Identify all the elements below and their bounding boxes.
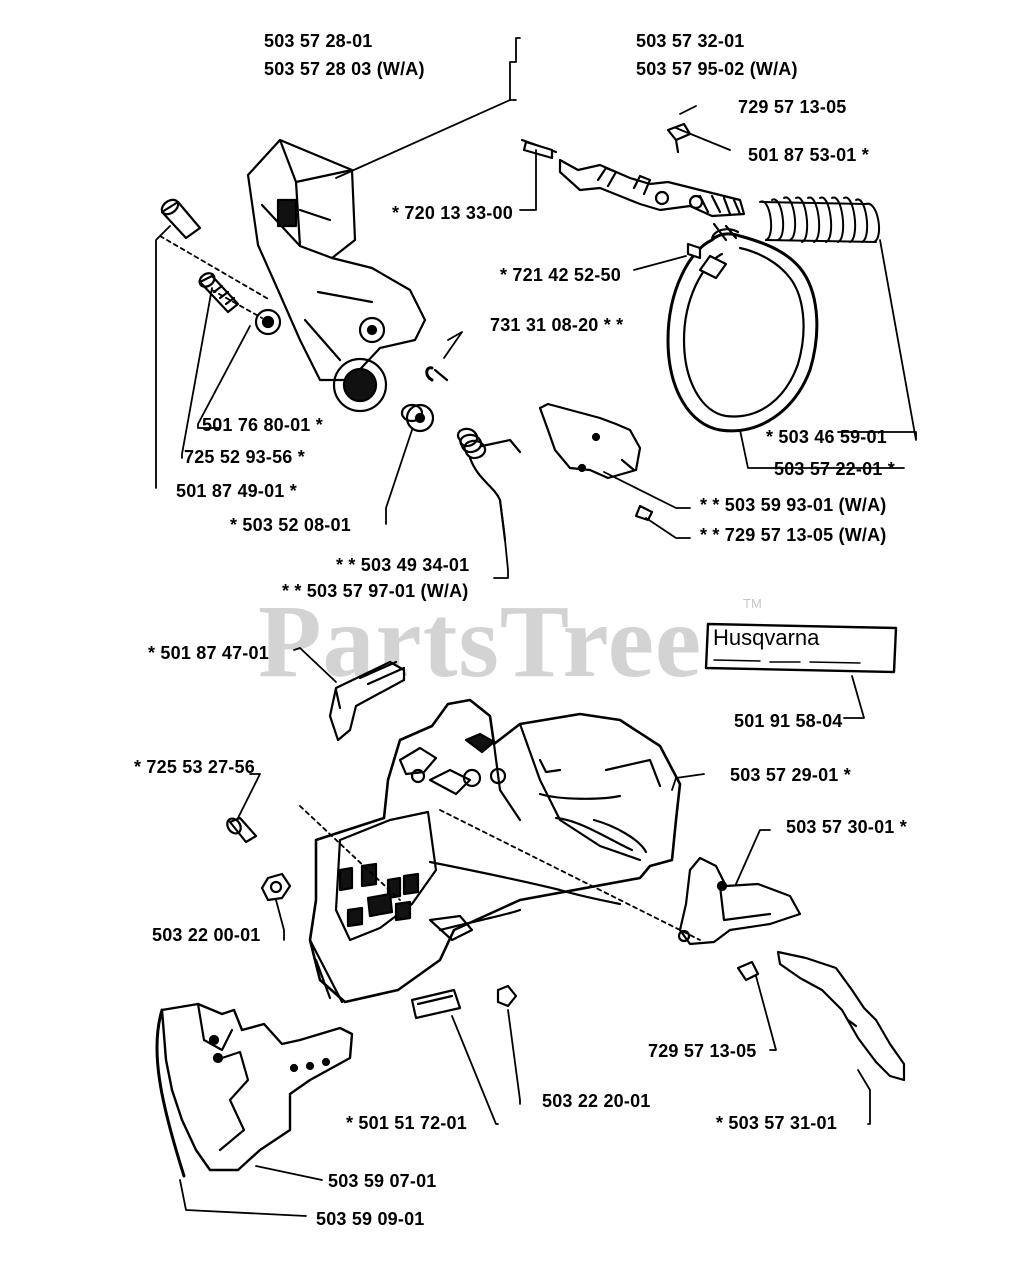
part-label-p14: * * 503 59 93-01 (W/A) [700,495,887,515]
part-label-p6: * 721 42 52-50 [500,265,621,285]
part-label-p24: * 501 51 72-01 [346,1113,467,1133]
part-label-p16-line2: * * 503 57 97-01 (W/A) [282,581,469,601]
part-label-p17: * 501 87 47-01 [148,643,269,663]
part-label-p2-line2: 503 57 95-02 (W/A) [636,59,798,79]
part-label-p3: 729 57 13-05 [738,97,847,117]
spring-drawing [457,427,522,542]
part-label-p23: 729 57 13-05 [648,1041,757,1061]
cover-plate-drawing [538,402,654,522]
clutch-cover-drawing [308,698,682,1004]
part-label-p21: 503 57 30-01 * [786,817,907,837]
part-label-p16-line1: * * 503 49 34-01 [336,555,470,575]
part-label-p10: 501 87 49-01 * [176,481,297,501]
part-label-p5: * 720 13 33-00 [392,203,513,223]
clip-drawing [328,660,406,742]
side-cover-drawing [677,856,802,946]
watermark-trademark: TM [743,596,762,611]
small-hardware-drawings [226,816,760,1020]
part-label-p1-line2: 503 57 28 03 (W/A) [264,59,425,79]
part-label-p8: 501 76 80-01 * [202,415,323,435]
part-label-p20: 503 57 29-01 * [730,765,851,785]
coil-spring-drawing [759,196,881,243]
leader-lines [155,37,917,1217]
part-label-p15: * * 729 57 13-05 (W/A) [700,525,887,545]
part-label-p11: * 503 52 08-01 [230,515,351,535]
part-label-p25: 503 22 20-01 [542,1091,651,1111]
chain-catcher-plate-drawing [155,1002,354,1178]
bolt-drawings [160,198,449,433]
part-label-p18: 501 91 58-04 [734,711,843,731]
part-label-p12: * 503 46 59-01 [766,427,887,447]
watermark: PartsTree [258,584,703,699]
part-label-p1-line1: 503 57 28-01 [264,31,373,51]
part-label-p19: * 725 53 27-56 [134,757,255,777]
part-label-p4: 501 87 53-01 * [748,145,869,165]
part-label-p2-line1: 503 57 32-01 [636,31,745,51]
part-label-p27: 503 59 07-01 [328,1171,437,1191]
part-label-p28: 503 59 09-01 [316,1209,425,1229]
brake-linkage-drawing [520,122,746,218]
part-label-p9: 725 52 93-56 * [184,447,305,467]
decal-drawing [704,622,898,674]
hand-guard-drawing [246,138,427,413]
part-label-p13: 503 57 22-01 * [774,459,895,479]
part-label-p26: * 503 57 31-01 [716,1113,837,1133]
part-label-p7: 731 31 08-20 * * [490,315,624,335]
brake-band-drawing [666,222,819,433]
part-label-p22: 503 22 00-01 [152,925,261,945]
decal-brand-text: Husqvarna [713,625,820,650]
guide-plate-drawing [776,950,906,1082]
